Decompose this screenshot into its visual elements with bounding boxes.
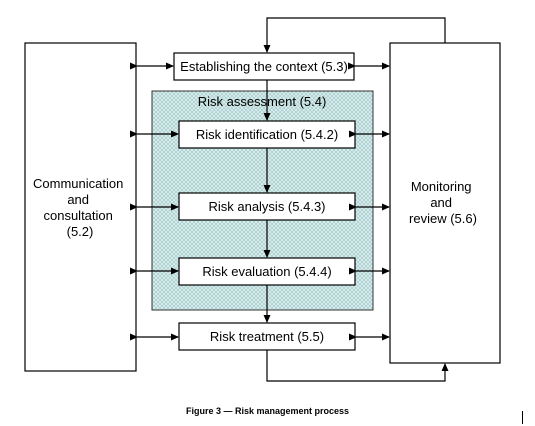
communication-links (130, 62, 179, 341)
communication-box (24, 42, 137, 372)
establishing-context-label: Establishing the context (5.3) (180, 59, 348, 74)
figure-caption: Figure 3 — Risk management process (185, 406, 350, 416)
communication-label: Communication and consultation (5.2) (33, 176, 127, 239)
risk-analysis-label: Risk analysis (5.4.3) (208, 199, 325, 214)
text-cursor (522, 411, 523, 424)
establishing-context-box (173, 52, 355, 81)
risk-treatment-box (178, 322, 356, 351)
loop-treatment-to-monitoring (266, 350, 449, 382)
risk-evaluation-box (178, 257, 356, 286)
monitoring-links (348, 62, 390, 341)
risk-identification-label: Risk identification (5.4.2) (196, 127, 338, 142)
risk-treatment-label: Risk treatment (5.5) (210, 329, 324, 344)
monitoring-box (389, 42, 501, 364)
monitoring-label: Monitoring and review (5.6) (409, 179, 477, 226)
risk-assessment-label: Risk assessment (5.4) (198, 94, 327, 109)
risk-evaluation-label: Risk evaluation (5.4.4) (202, 264, 331, 279)
loop-monitoring-to-context (263, 17, 446, 53)
feedback-loops (263, 17, 449, 382)
